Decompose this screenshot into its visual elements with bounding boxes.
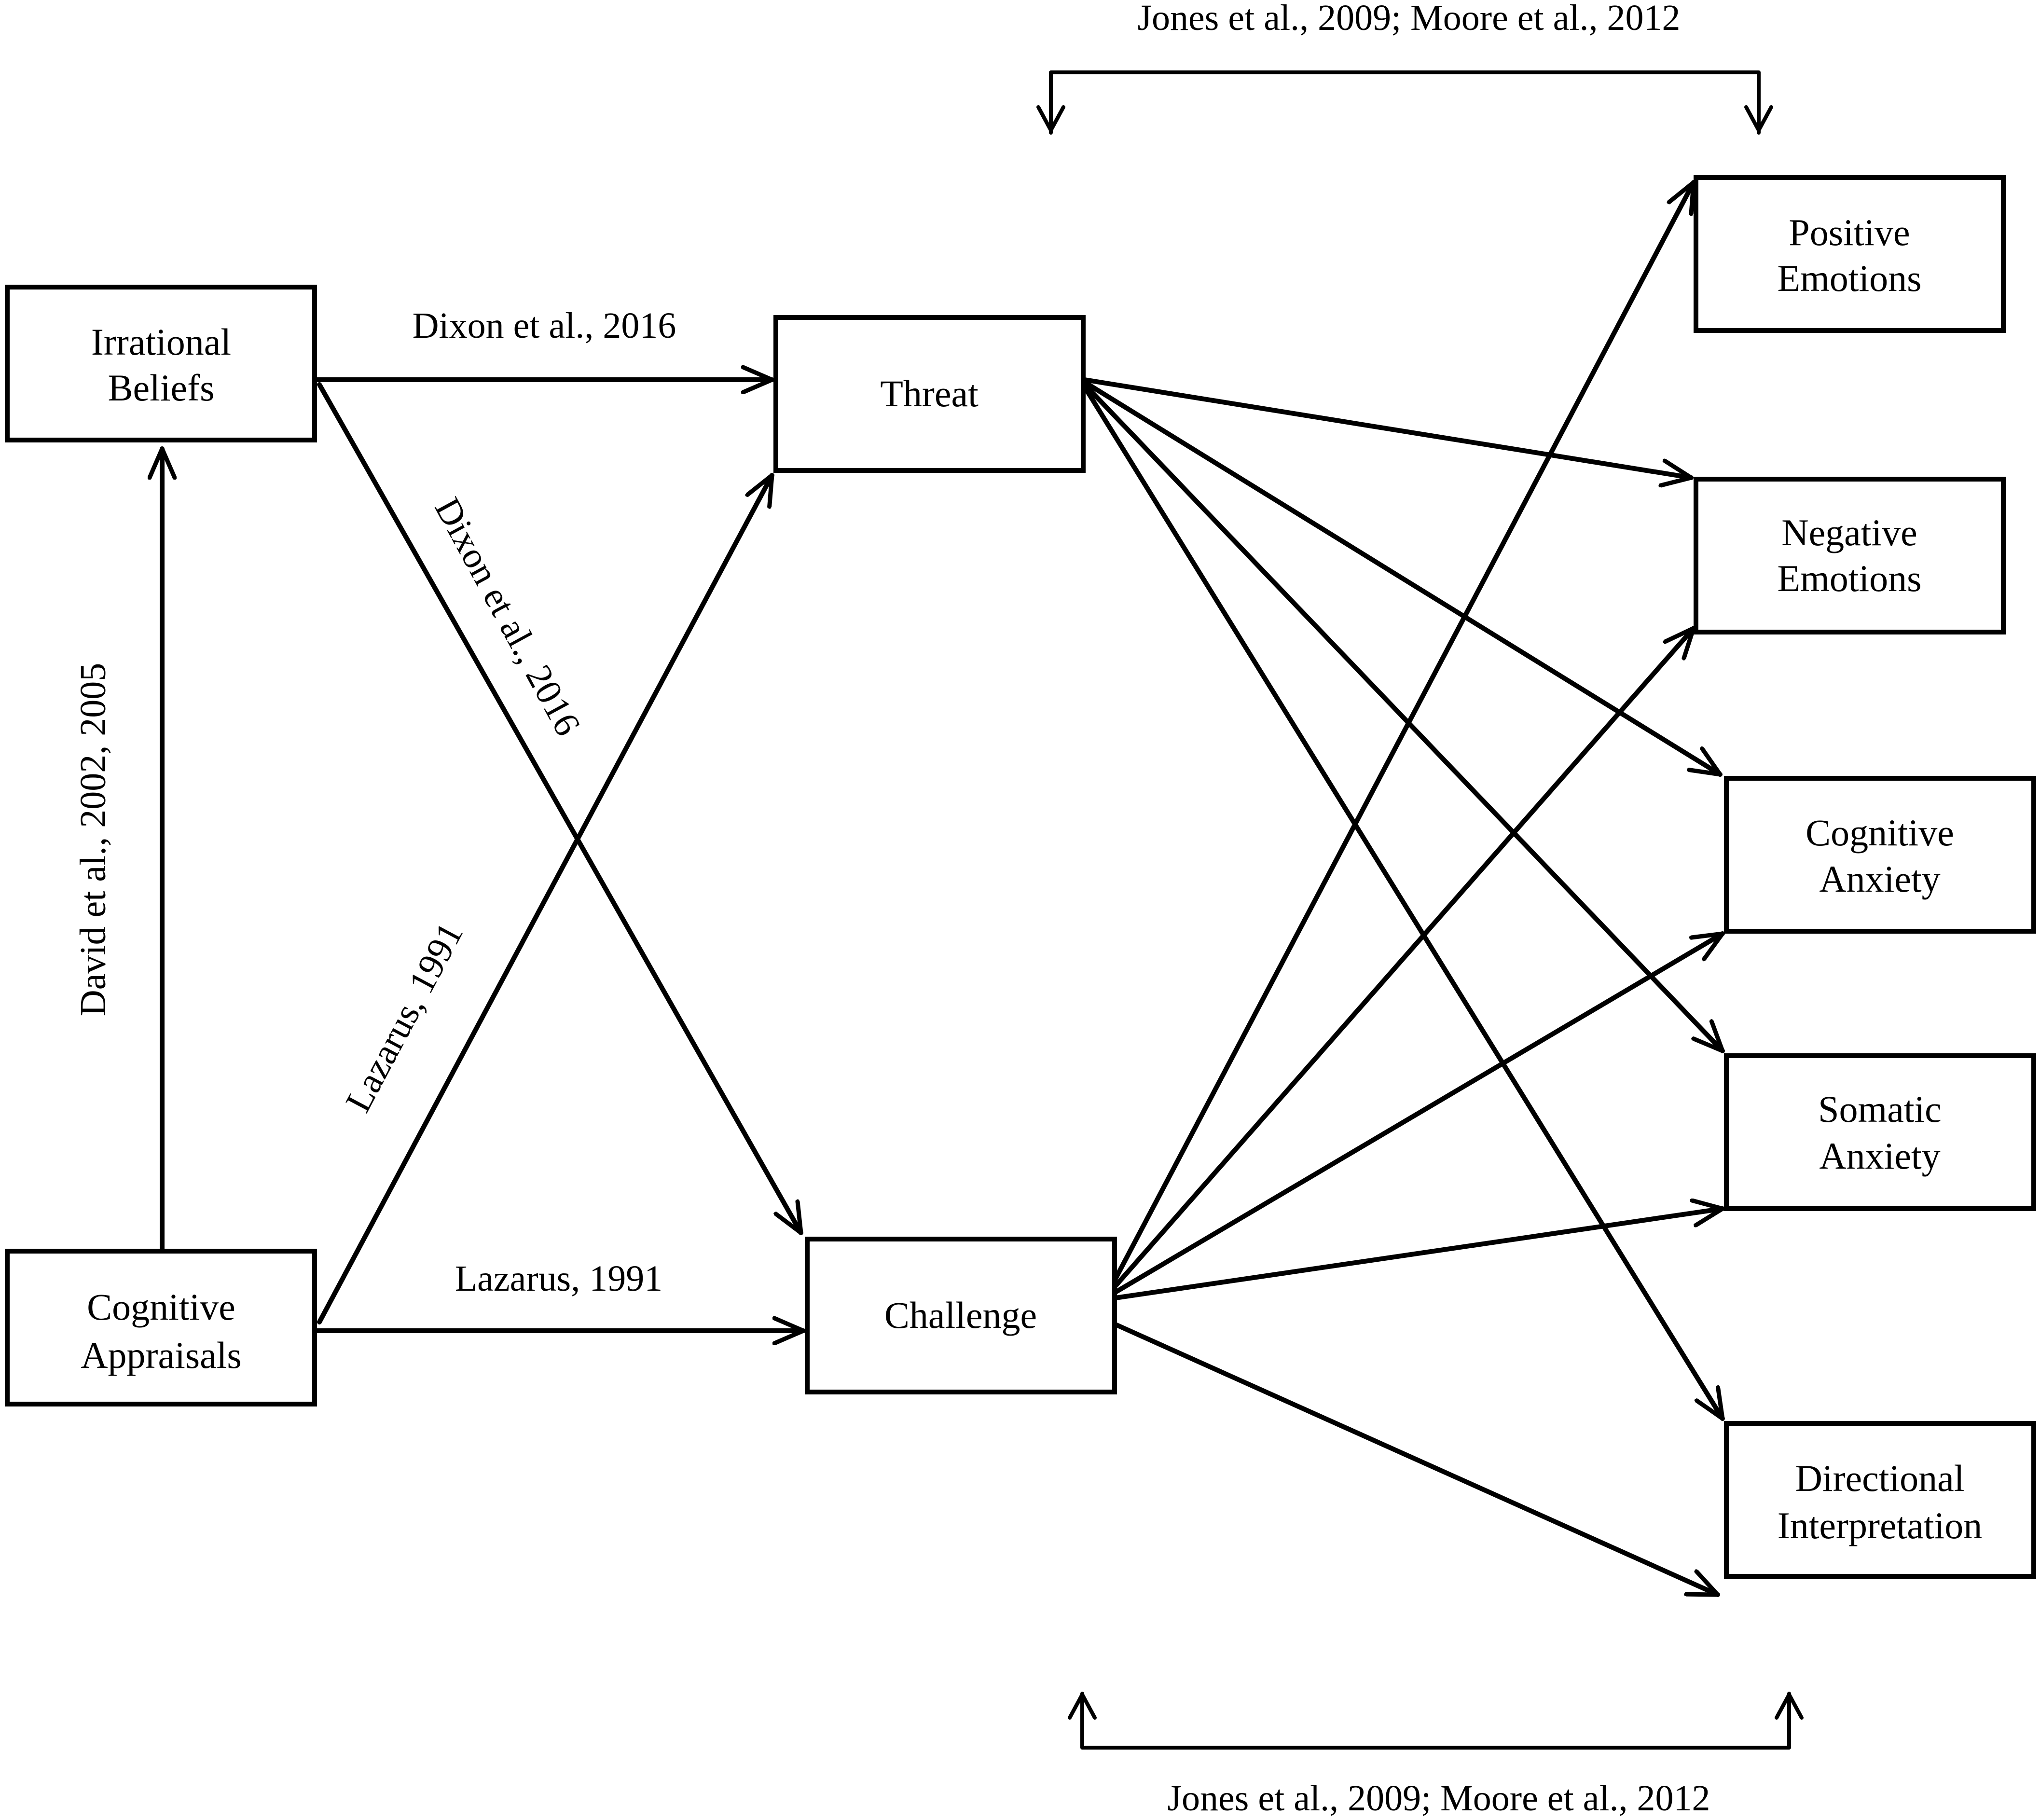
bracket-top bbox=[1036, 70, 1773, 135]
node-negative-emotions-line-2: Emotions bbox=[1777, 557, 1921, 599]
node-irrational-beliefs: Irrational Beliefs bbox=[5, 285, 317, 442]
node-somatic-anxiety-line-2: Anxiety bbox=[1819, 1135, 1940, 1177]
node-cognitive-anxiety-line-1: Cognitive bbox=[1806, 812, 1954, 854]
edge-threat-to-directional-interpretation bbox=[1082, 385, 1725, 1421]
edge-threat-to-cognitive-anxiety bbox=[1082, 380, 1723, 777]
node-negative-emotions-line-1: Negative bbox=[1781, 511, 1917, 553]
edge-beliefs-to-challenge bbox=[317, 382, 803, 1235]
edge-challenge-to-directional-interpretation bbox=[1113, 1322, 1720, 1597]
label-appraisals-to-challenge: Lazarus, 1991 bbox=[455, 1258, 663, 1299]
node-cognitive-appraisals-line-2: Appraisals bbox=[81, 1334, 242, 1376]
node-somatic-anxiety: Somatic Anxiety bbox=[1724, 1053, 2036, 1211]
node-threat: Threat bbox=[773, 315, 1086, 473]
node-positive-emotions: Positive Emotions bbox=[1694, 175, 2006, 333]
node-directional-interpretation-line-1: Directional bbox=[1795, 1457, 1965, 1499]
node-cognitive-appraisals: Cognitive Appraisals bbox=[5, 1249, 317, 1406]
node-irrational-beliefs-line-1: Irrational bbox=[91, 321, 231, 363]
node-cognitive-anxiety: Cognitive Anxiety bbox=[1724, 776, 2036, 934]
node-positive-emotions-line-1: Positive bbox=[1789, 211, 1910, 253]
edge-threat-to-negative-emotions bbox=[1082, 377, 1694, 478]
label-appraisals-to-threat: Lazarus, 1991 bbox=[338, 916, 471, 1118]
edge-appraisals-to-threat bbox=[317, 473, 774, 1324]
label-appraisals-to-beliefs: David et al., 2002, 2005 bbox=[73, 663, 113, 1016]
node-threat-label: Threat bbox=[880, 372, 979, 414]
edges bbox=[162, 180, 1725, 1597]
node-challenge-label: Challenge bbox=[884, 1294, 1037, 1336]
bracket-bottom bbox=[1068, 1692, 1804, 1750]
edge-challenge-to-positive-emotions bbox=[1113, 180, 1696, 1281]
edge-challenge-to-somatic-anxiety bbox=[1113, 1209, 1725, 1300]
node-negative-emotions: Negative Emotions bbox=[1694, 477, 2006, 634]
node-directional-interpretation: Directional Interpretation bbox=[1724, 1421, 2036, 1579]
node-cognitive-appraisals-line-1: Cognitive bbox=[87, 1286, 235, 1328]
edge-challenge-to-cognitive-anxiety bbox=[1113, 931, 1725, 1295]
label-beliefs-to-threat: Dixon et al., 2016 bbox=[413, 305, 676, 346]
label-challenge-outcomes-bottom: Jones et al., 2009; Moore et al., 2012 bbox=[1167, 1778, 1710, 1819]
node-directional-interpretation-line-2: Interpretation bbox=[1778, 1504, 1982, 1546]
node-irrational-beliefs-line-2: Beliefs bbox=[108, 367, 215, 409]
node-challenge: Challenge bbox=[805, 1237, 1117, 1394]
node-positive-emotions-line-2: Emotions bbox=[1777, 257, 1921, 299]
label-threat-outcomes-top: Jones et al., 2009; Moore et al., 2012 bbox=[1137, 0, 1680, 38]
edge-threat-to-somatic-anxiety bbox=[1082, 382, 1725, 1053]
edge-challenge-to-negative-emotions bbox=[1113, 626, 1696, 1288]
node-somatic-anxiety-line-1: Somatic bbox=[1818, 1088, 1942, 1130]
node-cognitive-anxiety-line-2: Anxiety bbox=[1819, 858, 1940, 900]
